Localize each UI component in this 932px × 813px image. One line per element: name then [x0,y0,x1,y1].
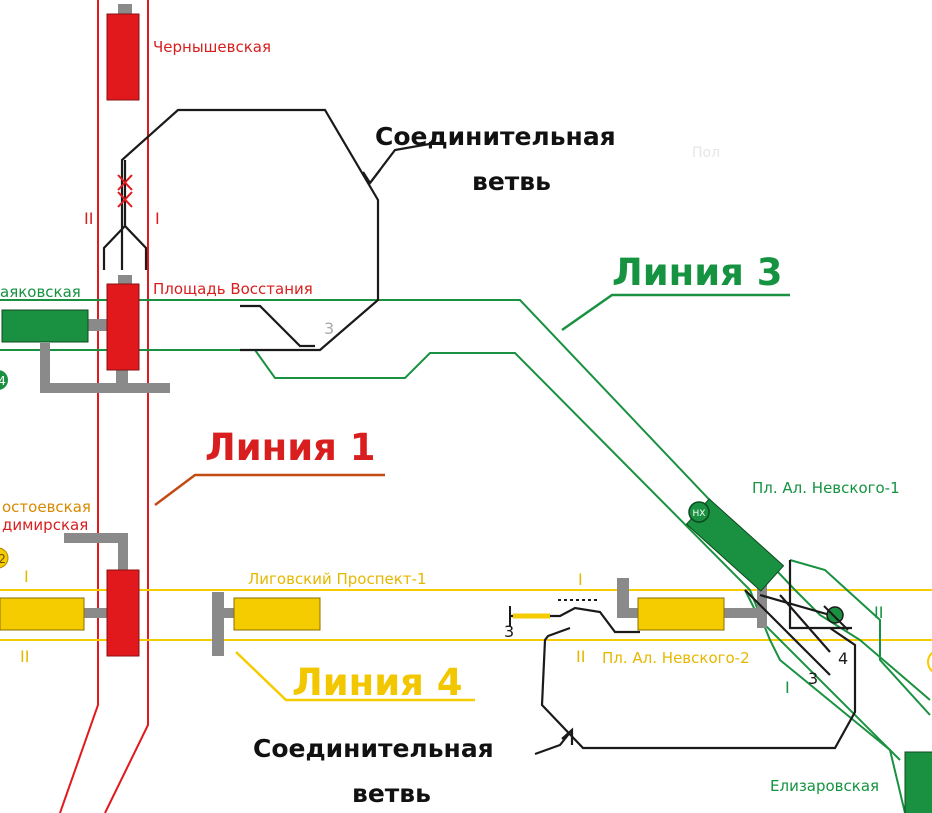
station-mayakovskaya: аяковская [0,283,81,301]
signal-nh: НХ [688,501,710,523]
station-elizarovskaya: Елизаровская [770,777,879,795]
track-yellow-i-mid: I [578,570,583,589]
platform-elizarovskaya [904,751,932,813]
track-green-ii: II [874,603,883,622]
line4-label: Линия 4 [292,661,463,704]
platform-dostoevskaya [0,597,85,631]
label-pointers [154,293,790,702]
station-vladimirskaya: димирская [2,516,88,534]
upper-connector-label-2: ветвь [472,167,551,196]
connector-arrows [362,141,574,756]
platform-ligovsky [233,597,321,631]
track3-lower-stub [509,599,598,626]
line1-label: Линия 1 [205,426,376,469]
line3-label: Линия 3 [612,251,783,294]
station-ploshchad-vosstaniya: Площадь Восстания [153,280,313,298]
junction-signal [823,605,849,631]
stations [0,13,932,813]
line4-badge-label: 4 [0,374,6,388]
station-ligovsky: Лиговский Проспект-1 [248,570,427,588]
track-red-ii: II [84,209,93,228]
track-3-lower: 3 [504,622,514,641]
line4-tracks [0,589,932,641]
line4-badge: 4 [0,370,8,390]
platform-mayakovskaya [1,309,89,343]
signal-nh-label: НХ [693,509,706,519]
station-nevskogo1: Пл. Ал. Невского-1 [752,479,900,497]
edge-badge-right [927,651,932,673]
track-yellow-ii-left: II [20,647,29,666]
track-3-upper: 3 [324,319,334,338]
upper-connector-label-1: Соединительная [375,122,616,151]
crossover-red [117,174,133,208]
track-red-i: I [155,209,160,228]
platform-chernyshevskaya [106,13,140,101]
track-green-i: I [785,678,790,697]
station-chernyshevskaya: Чернышевская [153,38,271,56]
track-3-mid: 3 [808,669,818,688]
lower-connector-label-1: Соединительная [253,734,494,763]
upper-connecting-branch [102,108,380,352]
grey-connectors [40,4,767,656]
lower-connecting-branch [510,560,857,750]
lower-connector-label-2: ветвь [352,779,431,808]
platform-ploshchad-vosstaniya [106,283,140,371]
track-yellow-i-left: I [24,567,29,586]
line2-badge: 2 [0,547,9,569]
platform-nevskogo2 [637,597,725,631]
station-nevskogo2: Пл. Ал. Невского-2 [602,649,750,667]
platform-vladimirskaya [106,569,140,657]
partial-label-right: Пол [692,145,720,161]
track-yellow-ii-mid: II [576,647,585,666]
line2-badge-label: 2 [0,552,6,566]
station-dostoevskaya: остоевская [2,498,91,516]
track-4: 4 [838,649,848,668]
line1-tracks [59,0,149,813]
